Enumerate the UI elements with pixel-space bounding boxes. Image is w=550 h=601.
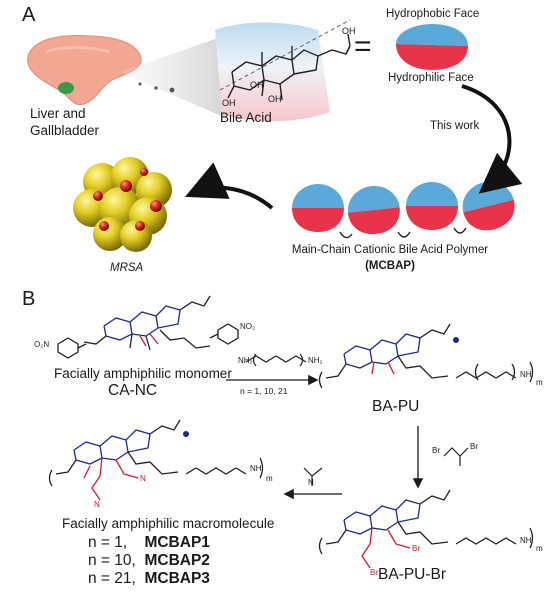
polymer-chain: [292, 181, 515, 239]
bapu-structure: [318, 323, 534, 389]
polymer-unit-3: [406, 182, 458, 230]
bapubr-br-2: Br: [412, 544, 420, 553]
monomer-desc: Facially amphiphilic monomer: [54, 366, 232, 381]
series-name: MCBAP1: [144, 534, 210, 551]
equals-sign: =: [354, 30, 372, 63]
mrsa-cluster: [73, 157, 172, 252]
bapu-label: BA-PU: [372, 398, 420, 415]
series-row-1: n = 1, MCBAP1: [88, 534, 210, 552]
chem-oh-1: OH: [268, 94, 282, 104]
mcbap-m: m: [266, 474, 273, 483]
mcbap-n-1: N: [94, 500, 100, 509]
bapubr-m: m: [536, 544, 543, 553]
macromolecule-desc: Facially amphiphilic macromolecule: [62, 516, 275, 531]
monomer-structure: [57, 295, 239, 359]
trimethylamine-reagent: [303, 467, 323, 486]
bromo-br-2: Br: [470, 442, 478, 451]
chem-oh-3: OH: [222, 98, 236, 108]
bapu-nh: NH: [520, 370, 532, 379]
bromo-reagent: [443, 447, 469, 466]
diamine-reagent: [245, 353, 307, 367]
chem-oh-2: OH: [250, 80, 264, 90]
panel-a-label: A: [22, 4, 36, 26]
hydrophobic-face-label: Hydrophobic Face: [386, 8, 480, 20]
bapubr-br-1: Br: [370, 568, 378, 577]
tma-n: N: [308, 478, 314, 487]
reagent-n-values: n = 1, 10, 21: [240, 386, 288, 396]
polymer-abbr: (MCBAP): [365, 260, 415, 272]
face-divider: [219, 19, 351, 91]
series-n: n = 1,: [88, 534, 128, 551]
to-mrsa-arrow: [185, 162, 274, 210]
chem-no2: NO₂: [240, 322, 256, 331]
series-name: MCBAP3: [144, 570, 210, 587]
mcbap-nh: NH: [250, 464, 262, 473]
bapu-m: m: [536, 378, 543, 387]
diamine-nh2-left: NH₂: [238, 356, 253, 365]
bapubr-structure: [318, 489, 534, 569]
diamine-nh2-right: NH₂: [308, 356, 323, 365]
bapubr-nh: NH: [520, 536, 532, 545]
bile-acid-backdrop: [215, 22, 330, 122]
series-name: MCBAP2: [144, 552, 210, 569]
series-row-2: n = 10, MCBAP2: [88, 552, 210, 570]
hydrophilic-face-label: Hydrophilic Face: [388, 72, 474, 84]
polymer-unit-1: [292, 184, 344, 232]
zoom-cone: [120, 38, 226, 118]
this-work-label: This work: [430, 120, 480, 132]
chem-o2n: O₂N: [34, 340, 50, 349]
monomer-name: CA-NC: [108, 382, 158, 399]
gallbladder-shape: [58, 82, 74, 94]
polymer-title: Main-Chain Cationic Bile Acid Polymer: [291, 244, 489, 256]
bile-acid-structure: [227, 33, 351, 101]
bapubr-label: BA-PU-Br: [378, 566, 447, 583]
series-n: n = 21,: [88, 570, 136, 587]
bile-acid-label: Bile Acid: [220, 110, 272, 125]
mcbap-n-2: N: [140, 474, 146, 483]
mcbap-structure: [48, 419, 264, 501]
polymer-unit-2: [347, 186, 400, 235]
chem-cooh: OH: [342, 26, 356, 36]
series-row-3: n = 21, MCBAP3: [88, 570, 210, 588]
liver-label-line2: Gallbladder: [30, 123, 100, 138]
mrsa-label: MRSA: [110, 262, 144, 274]
liver-label-line1: Liver and: [30, 106, 86, 121]
bromo-br-1: Br: [432, 446, 440, 455]
series-n: n = 10,: [88, 552, 136, 569]
this-work-arrow: [461, 84, 523, 194]
liver-illustration: [27, 35, 142, 106]
face-icon: [396, 24, 468, 70]
panel-b-label: B: [22, 288, 36, 310]
